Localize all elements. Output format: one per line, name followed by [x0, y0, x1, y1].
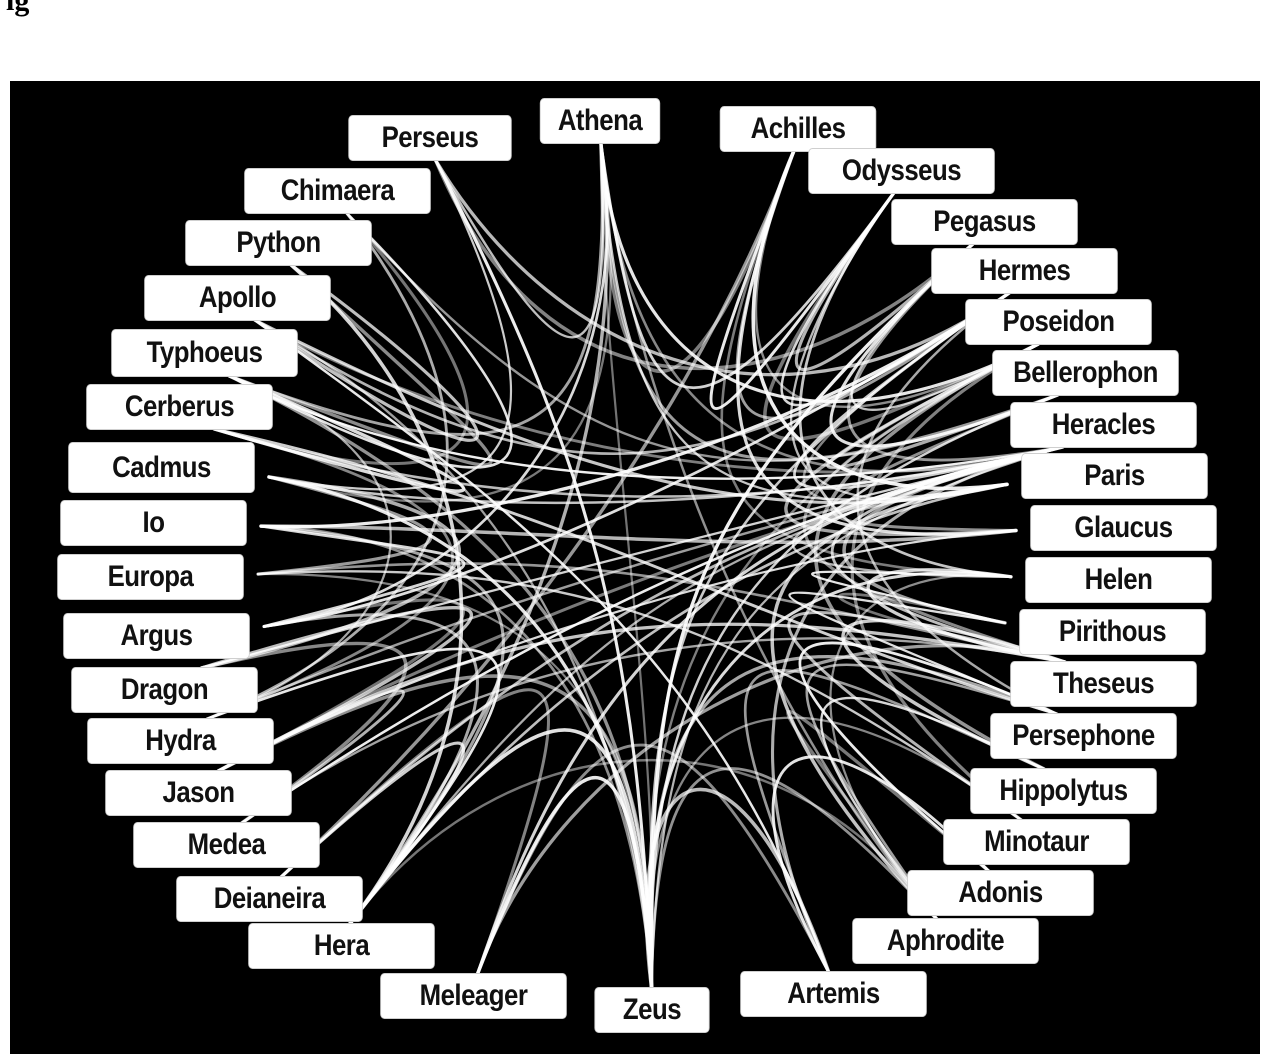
- caption-text: ig: [6, 0, 30, 17]
- edge-cerberus-hydra: [205, 427, 454, 721]
- edge-python-typhoeus: [227, 263, 493, 467]
- edge-cadmus-athena: [267, 141, 612, 503]
- edge-perseus-hermes: [433, 158, 1011, 377]
- edge-dragon-jason: [200, 606, 473, 773]
- edge-odysseus-pegasus: [794, 191, 975, 372]
- edge-typhoeus-cerberus: [212, 374, 466, 493]
- node-label-bellerophon: Bellerophon: [993, 351, 1178, 395]
- edge-deianeira-hera: [279, 741, 466, 926]
- edge-heracles-pegasus: [846, 242, 1065, 462]
- edge-io-glaucus: [259, 524, 1018, 544]
- node-label-athena: Athena: [540, 99, 660, 143]
- node-label-hippolytus: Hippolytus: [971, 769, 1156, 813]
- node-label-perseus: Perseus: [349, 116, 511, 160]
- node-label-glaucus: Glaucus: [1031, 506, 1216, 550]
- node-label-hera: Hera: [249, 924, 434, 968]
- edge-hera-paris: [348, 483, 1009, 926]
- node-label-achilles: Achilles: [720, 107, 876, 151]
- edge-athena-typhoeus: [228, 141, 604, 436]
- node-label-minotaur: Minotaur: [944, 820, 1129, 864]
- edge-hera-aphrodite: [348, 758, 938, 926]
- node-label-typhoeus: Typhoeus: [112, 330, 297, 376]
- node-label-paris: Paris: [1022, 454, 1207, 498]
- node-label-jason: Jason: [106, 771, 291, 815]
- edge-typhoeus-heracles: [228, 374, 1064, 480]
- edge-jason-glaucus: [217, 529, 1018, 773]
- edge-group: [199, 141, 1067, 990]
- node-label-io: Io: [61, 501, 246, 545]
- node-label-cerberus: Cerberus: [87, 385, 272, 429]
- node-label-dragon: Dragon: [72, 668, 257, 712]
- edge-perseus-cadmus: [267, 158, 512, 491]
- node-label-argus: Argus: [64, 614, 249, 658]
- node-label-artemis: Artemis: [741, 972, 926, 1016]
- edge-hermes-achilles: [735, 149, 1011, 420]
- edge-layer: [199, 141, 1067, 990]
- node-label-europa: Europa: [58, 555, 243, 599]
- edge-aphrodite-persephone: [805, 663, 1059, 921]
- edge-perseus-pegasus: [433, 158, 975, 371]
- node-label-theseus: Theseus: [1011, 662, 1196, 706]
- node-label-poseidon: Poseidon: [966, 300, 1151, 344]
- node-label-pegasus: Pegasus: [892, 200, 1077, 244]
- edge-argus-jason: [216, 598, 465, 773]
- edge-europa-minotaur: [256, 570, 1023, 822]
- edge-chimaera-typhoeus: [228, 211, 513, 469]
- edge-helen-achilles: [720, 149, 1013, 579]
- node-label-persephone: Persephone: [991, 714, 1176, 758]
- edge-theseus-poseidon: [802, 342, 1067, 664]
- node-label-hermes: Hermes: [932, 249, 1117, 293]
- edge-meleager-zeus: [475, 775, 654, 990]
- edge-bellerophon-poseidon: [826, 342, 1060, 470]
- edge-athena-perseus: [434, 141, 605, 339]
- edge-meleager-theseus: [475, 644, 1067, 976]
- edge-aphrodite-paris: [770, 482, 1009, 921]
- edge-deianeira-achilles: [279, 149, 796, 879]
- edge-poseidon-achilles: [754, 149, 1040, 408]
- node-label-aphrodite: Aphrodite: [853, 919, 1038, 963]
- node-label-odysseus: Odysseus: [809, 149, 994, 193]
- edge-deianeira-heracles: [279, 445, 1064, 879]
- edge-athena-achilles: [599, 141, 796, 374]
- edge-aphrodite-hippolytus: [819, 696, 1046, 921]
- edge-zeus-aphrodite: [650, 767, 939, 990]
- node-label-medea: Medea: [134, 823, 319, 867]
- node-label-cadmus: Cadmus: [69, 443, 254, 492]
- edge-athena-argus: [262, 141, 609, 628]
- node-label-pirithous: Pirithous: [1020, 610, 1205, 654]
- edge-adonis-persephone: [798, 641, 1059, 873]
- edge-cadmus-heracles: [267, 445, 1064, 505]
- node-label-python: Python: [186, 221, 371, 265]
- node-label-helen: Helen: [1026, 558, 1211, 602]
- edge-heracles-hermes: [793, 291, 1064, 490]
- edge-odysseus-achilles: [709, 149, 896, 410]
- node-label-heracles: Heracles: [1011, 403, 1196, 447]
- edge-jason-zeus: [216, 674, 654, 990]
- edge-europa-theseus: [256, 562, 1067, 664]
- node-label-meleager: Meleager: [381, 974, 566, 1018]
- caption-strip: ig: [0, 0, 1276, 36]
- node-label-apollo: Apollo: [145, 276, 330, 320]
- edge-artemis-heracles: [771, 445, 1065, 974]
- node-label-chimaera: Chimaera: [245, 169, 430, 213]
- node-label-adonis: Adonis: [908, 871, 1093, 915]
- edge-zeus-bellerophon: [649, 393, 1059, 990]
- edge-artemis-adonis: [771, 755, 991, 974]
- node-label-zeus: Zeus: [595, 988, 709, 1032]
- node-label-hydra: Hydra: [88, 719, 273, 763]
- edge-jason-theseus: [216, 622, 1067, 773]
- edge-zeus-artemis: [644, 787, 831, 990]
- edge-poseidon-pegasus: [850, 242, 1040, 411]
- node-label-deianeira: Deianeira: [177, 877, 362, 921]
- edge-dragon-medea: [199, 641, 408, 825]
- edge-glaucus-bellerophon: [830, 393, 1060, 532]
- edge-apollo-artemis: [253, 318, 830, 974]
- edge-cerberus-persephone: [212, 427, 1059, 716]
- edge-perseus-zeus: [433, 158, 654, 990]
- edge-deianeira-meleager: [279, 688, 550, 976]
